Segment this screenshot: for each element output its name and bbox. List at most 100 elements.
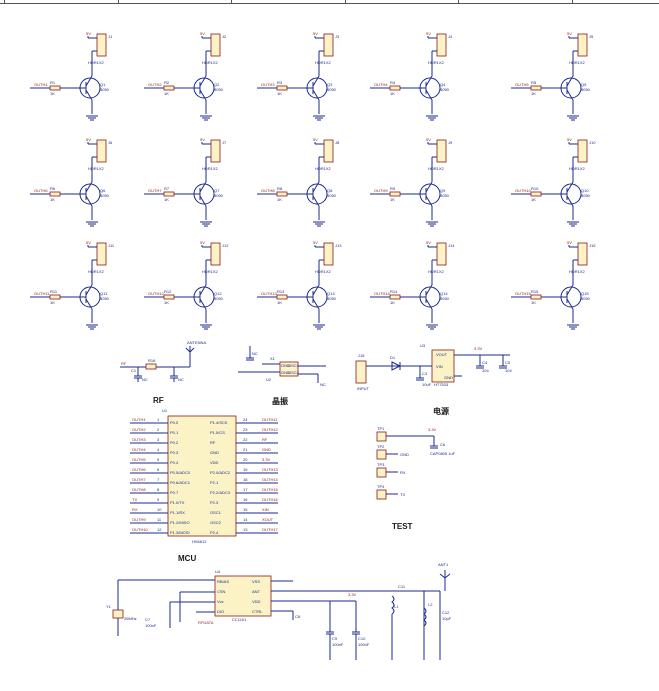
driver-supply-label: 5V [313, 31, 318, 36]
header-body [96, 242, 107, 266]
mcu-left-pin-number: 2 [157, 427, 160, 432]
mcu-left-net: OUTH6 [132, 467, 146, 472]
inductor-l1-icon [391, 595, 395, 615]
mcu-right-net: XOUT [262, 517, 274, 522]
test-block: TP1 TP2 TP3 TP4 3.3V GND RX TX C6 CAP080… [376, 426, 456, 531]
mcu-left-pin: P1.2/MISO [170, 520, 190, 525]
driver-header-part: HDR1X2 [202, 269, 219, 274]
driver-resistor-value: 1K [50, 197, 55, 202]
mcu-left-pin: P0.0 [170, 420, 179, 425]
resistor-body [49, 294, 61, 300]
resistor-r16 [145, 363, 157, 370]
header-body [210, 139, 221, 163]
mcu-left-net: OUTH2 [132, 427, 146, 432]
mcu-left-net: RX [132, 507, 138, 512]
wire [199, 195, 207, 207]
driver-transistor-part: 8050 [440, 296, 450, 301]
mcu-right-pin-number: 20 [243, 457, 248, 462]
driver-header-part: HDR1X2 [428, 269, 445, 274]
driver-supply-label: 5V [200, 240, 205, 245]
rf-cap-3: C9 [332, 636, 338, 641]
driver-net-label: OUTH2 [148, 82, 162, 87]
resistor-body [163, 294, 175, 300]
antenna-ant1-icon [439, 570, 451, 579]
driver-resistor-ref: R8 [277, 186, 283, 191]
driver-transistor-ref: Q13 [327, 291, 335, 296]
driver-transistor-part: 8050 [100, 87, 110, 92]
mcu-right-pin: P2.0/ADC2 [210, 470, 231, 475]
testpoint-tp4 [376, 489, 387, 500]
wire [425, 298, 433, 310]
wire [312, 298, 320, 310]
resistor-body [276, 85, 288, 91]
header-body [323, 242, 334, 266]
tp2-ref: TP2 [377, 444, 385, 449]
rf-chip-right-pin-3: VDD [252, 599, 261, 604]
mcu-right-pin-number: 24 [243, 417, 248, 422]
resistor-body [163, 85, 175, 91]
section-title-crystal: 晶振 [272, 396, 288, 406]
tp3-ref: TP3 [377, 462, 385, 467]
wire [199, 284, 207, 296]
rf-nc-1: NC [142, 377, 148, 382]
wire [85, 181, 93, 193]
mcu-left-pin-number: 11 [157, 517, 162, 522]
driver-header-ref: J7 [222, 140, 227, 145]
driver-resistor-ref: R3 [277, 80, 283, 85]
driver-header-ref: J5 [589, 34, 594, 39]
driver-net-label: OUTH1 [34, 82, 48, 87]
rf-cap-4-value: 100nF [358, 642, 370, 647]
mcu-right-net: OUTH12 [262, 427, 279, 432]
mcu-right-pin-number: 22 [243, 437, 248, 442]
resistor-body [530, 191, 542, 197]
driver-resistor-value: 1K [531, 300, 536, 305]
driver-resistor-value: 1K [390, 197, 395, 202]
regulator-pin-vin: VIN [436, 364, 443, 369]
driver-resistor-ref: R2 [164, 80, 170, 85]
mcu-left-pin: P0.4 [170, 460, 179, 465]
rf-chip-right-pin-4: CTRL [252, 609, 263, 614]
crystal-nc-2: NC [320, 382, 326, 387]
mcu-right-net: RF [262, 437, 268, 442]
rf-chip-left-pin-1: RBIAS [217, 579, 229, 584]
inductor-l1-ref: L1 [394, 604, 399, 609]
wire [312, 284, 320, 296]
section-title-mcu: MCU [178, 554, 196, 563]
driver-supply-label: 5V [567, 137, 572, 142]
border-tick [4, 0, 5, 3]
rf-chip-net-label: RFDATA [198, 620, 214, 625]
driver-resistor-value: 1K [531, 197, 536, 202]
tp2-net: GND [400, 452, 409, 457]
mcu-right-pin: P2.2/ADC3 [210, 490, 231, 495]
rf-cap-6: C12 [442, 610, 450, 615]
driver-transistor-part: 8050 [327, 296, 337, 301]
driver-resistor-value: 1K [531, 91, 536, 96]
driver-net-label: OUTH10 [515, 188, 532, 193]
driver-header-ref: J2 [222, 34, 227, 39]
mcu-right-pin: OSC2 [210, 520, 222, 525]
rf-chip-right-pin-1: VSS [252, 579, 260, 584]
driver-transistor-ref: Q6 [100, 188, 106, 193]
driver-transistor-ref: Q12 [214, 291, 222, 296]
rf-cap-1-value: 100nF [145, 623, 157, 628]
header-body [577, 33, 588, 57]
sheet-border-top [0, 0, 659, 4]
rf-nc-2: NC [178, 377, 184, 382]
rf-chip-block: RBIAS CSN Vcc DIO VSS ANT VDD CTRL U4 CC… [106, 562, 452, 660]
driver-supply-label: 5V [86, 240, 91, 245]
driver-transistor-ref: Q10 [581, 188, 589, 193]
header-body [210, 242, 221, 266]
power-cap-1-value: 10uF [422, 382, 432, 387]
connector-part: INPUT [357, 386, 370, 391]
test-cap-ref: C6 [440, 442, 446, 447]
border-tick [345, 0, 346, 3]
driver-header-part: HDR1X2 [428, 60, 445, 65]
mcu-left-pin-number: 3 [157, 437, 160, 442]
